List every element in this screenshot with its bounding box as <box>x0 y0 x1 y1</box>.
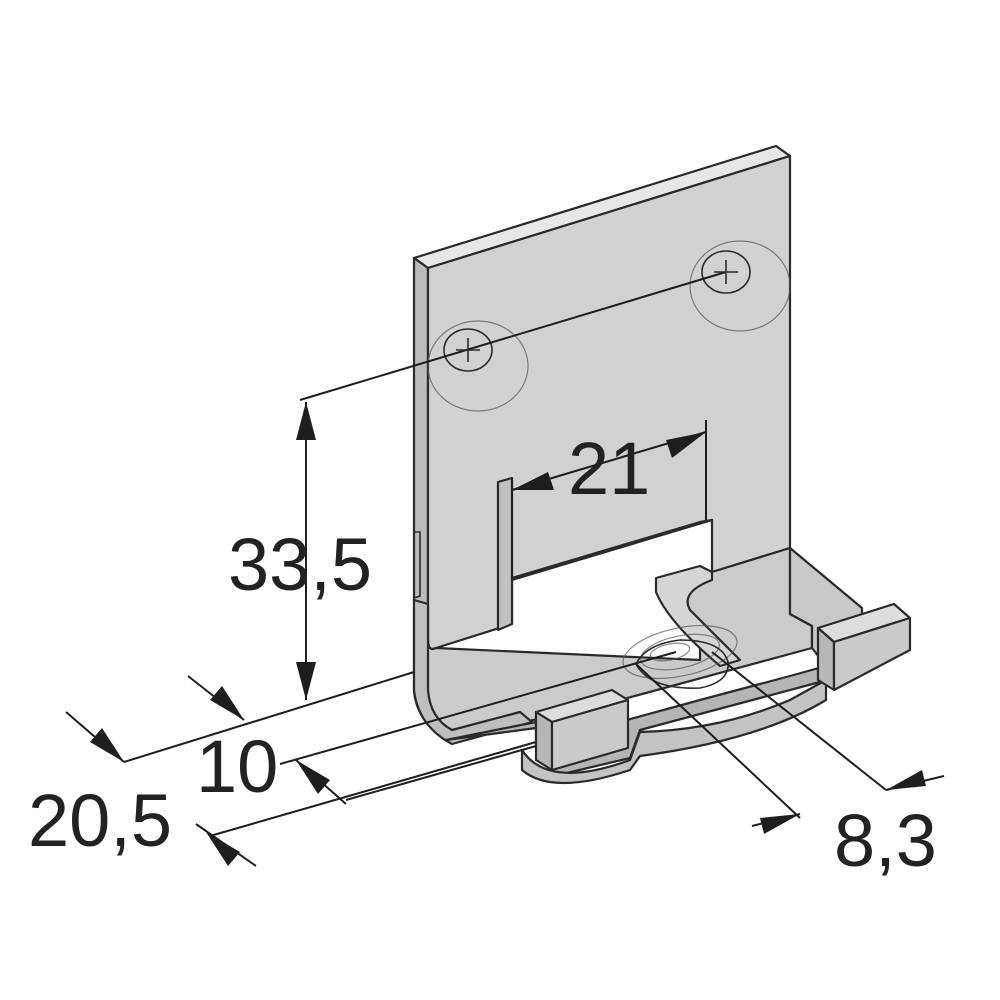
height-label: 33,5 <box>228 523 372 606</box>
slot-top-wall <box>510 518 714 582</box>
hole-ext-line-a <box>635 663 801 819</box>
screw-hole-left <box>427 320 529 412</box>
base-curl <box>412 598 534 746</box>
offset-ref-line <box>279 651 677 765</box>
slot-width-arrow-left <box>512 472 554 490</box>
depth-ext-line <box>209 741 537 837</box>
offset-label: 10 <box>196 725 278 808</box>
depth-arrow-upper <box>90 728 124 762</box>
depth-arrow-lower <box>206 832 240 866</box>
offset-arrow-upper <box>210 686 244 720</box>
depth-ref-line <box>345 745 537 801</box>
hook-tab <box>654 564 742 668</box>
hole-center-line <box>299 271 727 401</box>
dimension-lines <box>65 271 945 867</box>
screw-hole-right <box>689 240 791 332</box>
front-tab-left-side <box>550 698 630 772</box>
left-edge-notch-upper <box>413 531 421 599</box>
hole-label: 8,3 <box>834 799 937 882</box>
base-bottom-lip <box>520 678 828 784</box>
height-dim-arrow-bottom <box>296 662 316 700</box>
front-tab-right-side <box>832 616 912 692</box>
hole-ext-line-b <box>711 651 887 791</box>
offset-arrow-lower <box>296 760 330 794</box>
hole-arrow-right <box>886 770 926 790</box>
base-hole <box>622 625 738 689</box>
height-dim-arrow-top <box>296 402 316 440</box>
slot-width-arrow-right <box>666 432 706 458</box>
slot-width-label: 21 <box>568 427 650 510</box>
cross-slot-screw-icon <box>456 260 738 362</box>
offset-ext-line <box>123 671 415 763</box>
hole-arrow-left <box>760 814 800 834</box>
depth-label: 20,5 <box>28 779 172 862</box>
slot-left-wall <box>496 476 514 632</box>
front-tab-left-front <box>534 710 554 772</box>
